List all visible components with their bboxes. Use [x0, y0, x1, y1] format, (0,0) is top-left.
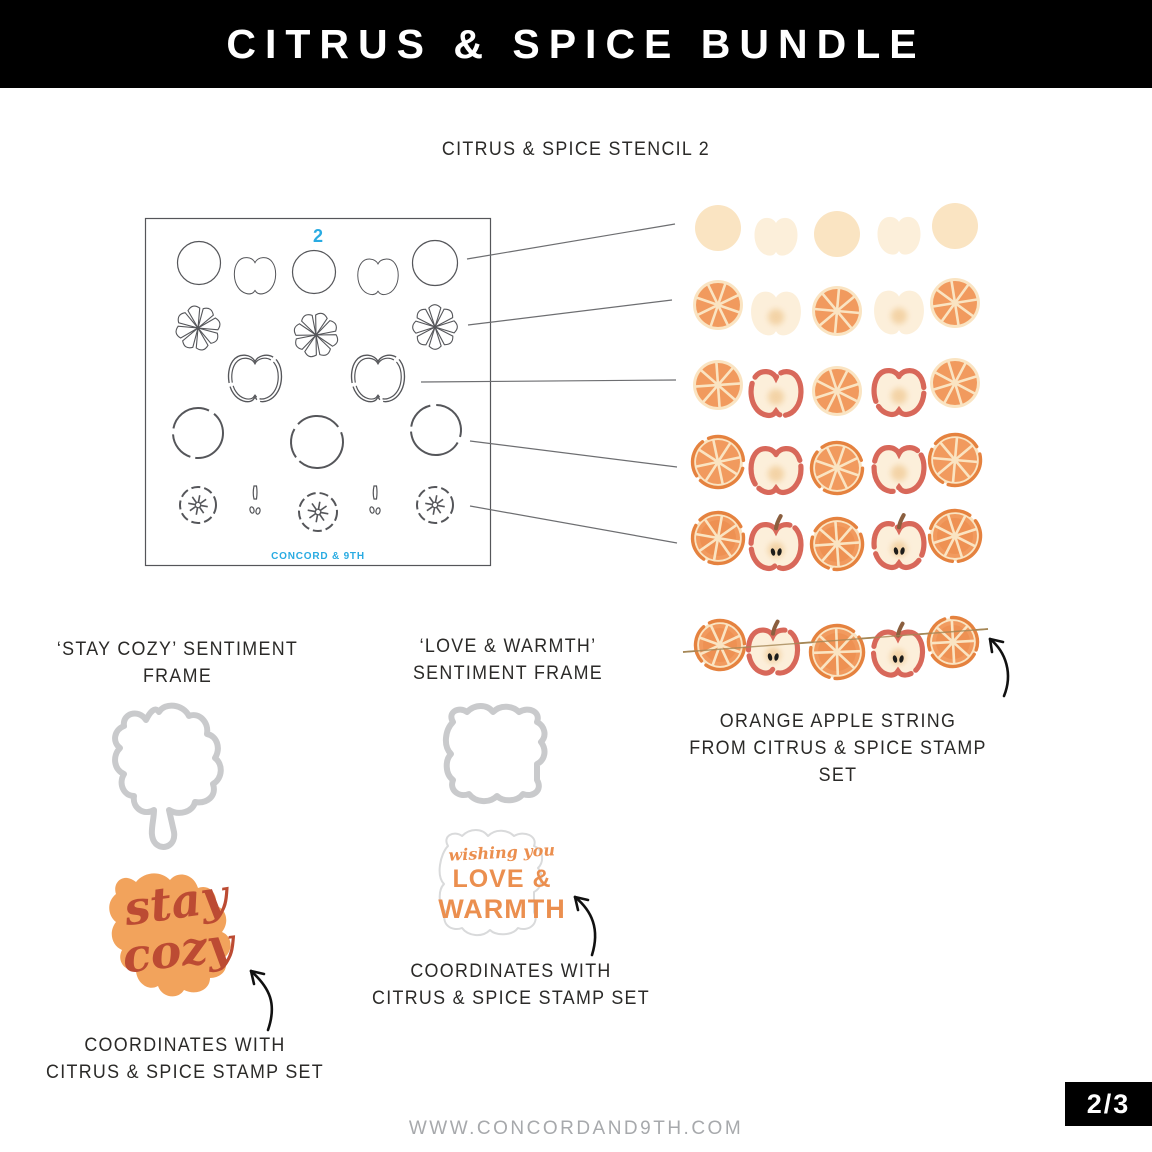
- stencil-border: [144, 217, 492, 567]
- footer-url: WWW.CONCORDAND9TH.COM: [408, 1118, 744, 1139]
- callout-line-row5: [469, 505, 678, 544]
- page-number-badge: 2/3: [1065, 1082, 1152, 1126]
- orange-string-caption-line1: ORANGE APPLE STRING: [719, 711, 957, 732]
- stencil-cut-shapes: [172, 239, 463, 532]
- stay-cozy-sentiment-frame-die: [112, 702, 224, 850]
- orange-string-caption: ORANGE APPLE STRING FROM CITRUS & SPICE …: [671, 708, 1006, 789]
- stay-cozy-frame-title: ‘STAY COZY’ SENTIMENT FRAME: [39, 636, 316, 690]
- stay-cozy-note-line1: COORDINATES WITH: [84, 1035, 286, 1056]
- love-warmth-stamp: wishing you LOVE & WARMTH: [438, 829, 565, 936]
- love-warmth-coordinates-note: COORDINATES WITH CITRUS & SPICE STAMP SE…: [370, 958, 652, 1012]
- love-warmth-stamp-line1: LOVE &: [452, 865, 551, 893]
- arrow-to-love-warmth-stamp: [573, 895, 597, 957]
- callout-line-row4: [469, 440, 678, 468]
- love-warmth-title-line2: SENTIMENT FRAME: [412, 663, 604, 684]
- stencil-brand: CONCORD & 9TH: [271, 551, 365, 562]
- stencil-number: 2: [313, 226, 323, 246]
- orange-string-caption-line2: FROM CITRUS & SPICE STAMP SET: [689, 738, 987, 786]
- stay-cozy-coordinates-note: COORDINATES WITH CITRUS & SPICE STAMP SE…: [44, 1032, 326, 1086]
- stencil-diagram: 2 CONCORD & 9TH: [144, 217, 492, 567]
- love-warmth-frame-title: ‘LOVE & WARMTH’ SENTIMENT FRAME: [386, 633, 630, 687]
- love-warmth-stamp-line2: WARMTH: [438, 894, 565, 924]
- stay-cozy-stamp: stay cozy: [109, 868, 240, 997]
- stay-cozy-stamp-blob: [109, 873, 231, 997]
- callout-line-row1: [466, 223, 676, 260]
- fruit-grid-shapes: [690, 203, 983, 572]
- stay-cozy-title-line2: FRAME: [142, 666, 213, 687]
- stay-cozy-note-line2: CITRUS & SPICE STAMP SET: [45, 1062, 325, 1083]
- callout-line-row2: [467, 299, 673, 326]
- arrow-to-stay-cozy-stamp: [249, 969, 274, 1032]
- love-warmth-note-line1: COORDINATES WITH: [410, 961, 612, 982]
- stay-cozy-title-line1: ‘STAY COZY’ SENTIMENT: [56, 639, 299, 660]
- love-warmth-stamp-blob: [438, 829, 544, 936]
- love-warmth-title-line1: ‘LOVE & WARMTH’: [419, 636, 597, 657]
- love-warmth-note-line2: CITRUS & SPICE STAMP SET: [371, 988, 651, 1009]
- header-bar: CITRUS & SPICE BUNDLE: [0, 0, 1152, 88]
- stencil-section-title: CITRUS & SPICE STENCIL 2: [441, 139, 711, 160]
- orange-apple-string: [682, 615, 989, 681]
- orange-apple-string-shapes: [682, 615, 989, 681]
- love-warmth-sentiment-frame-die: [443, 703, 548, 804]
- page-title: CITRUS & SPICE BUNDLE: [226, 20, 926, 67]
- stamped-fruit-grid: [690, 203, 983, 572]
- page-number: 2/3: [1086, 1088, 1131, 1119]
